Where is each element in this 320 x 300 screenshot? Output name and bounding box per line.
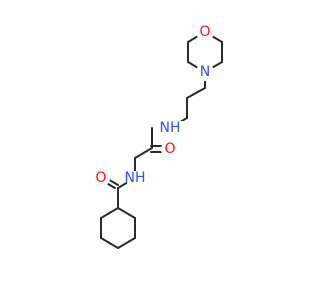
atom-o-lower: O [95, 170, 106, 186]
atom-mask [196, 63, 214, 81]
atom-mask [162, 121, 184, 137]
atom-nh-upper: NH [160, 120, 181, 136]
atom-mask [127, 171, 149, 187]
bond [186, 87, 206, 99]
molecule-structure: O N NH O NH O [92, 23, 223, 249]
atom-n-morpholine: N [200, 64, 210, 80]
atom-nh-lower: NH [125, 170, 146, 186]
bond [117, 237, 136, 249]
bond [134, 147, 153, 159]
bond [100, 207, 119, 219]
atom-o-ring: O [199, 24, 210, 40]
bond [117, 207, 136, 219]
atom-labels: O N NH O NH O [92, 23, 214, 187]
atom-o-upper: O [164, 141, 175, 157]
atom-mask [92, 169, 110, 187]
bond [100, 237, 119, 249]
atom-mask [196, 23, 214, 41]
cyclohexanecarboxamide [100, 177, 136, 249]
atom-mask [161, 140, 179, 158]
